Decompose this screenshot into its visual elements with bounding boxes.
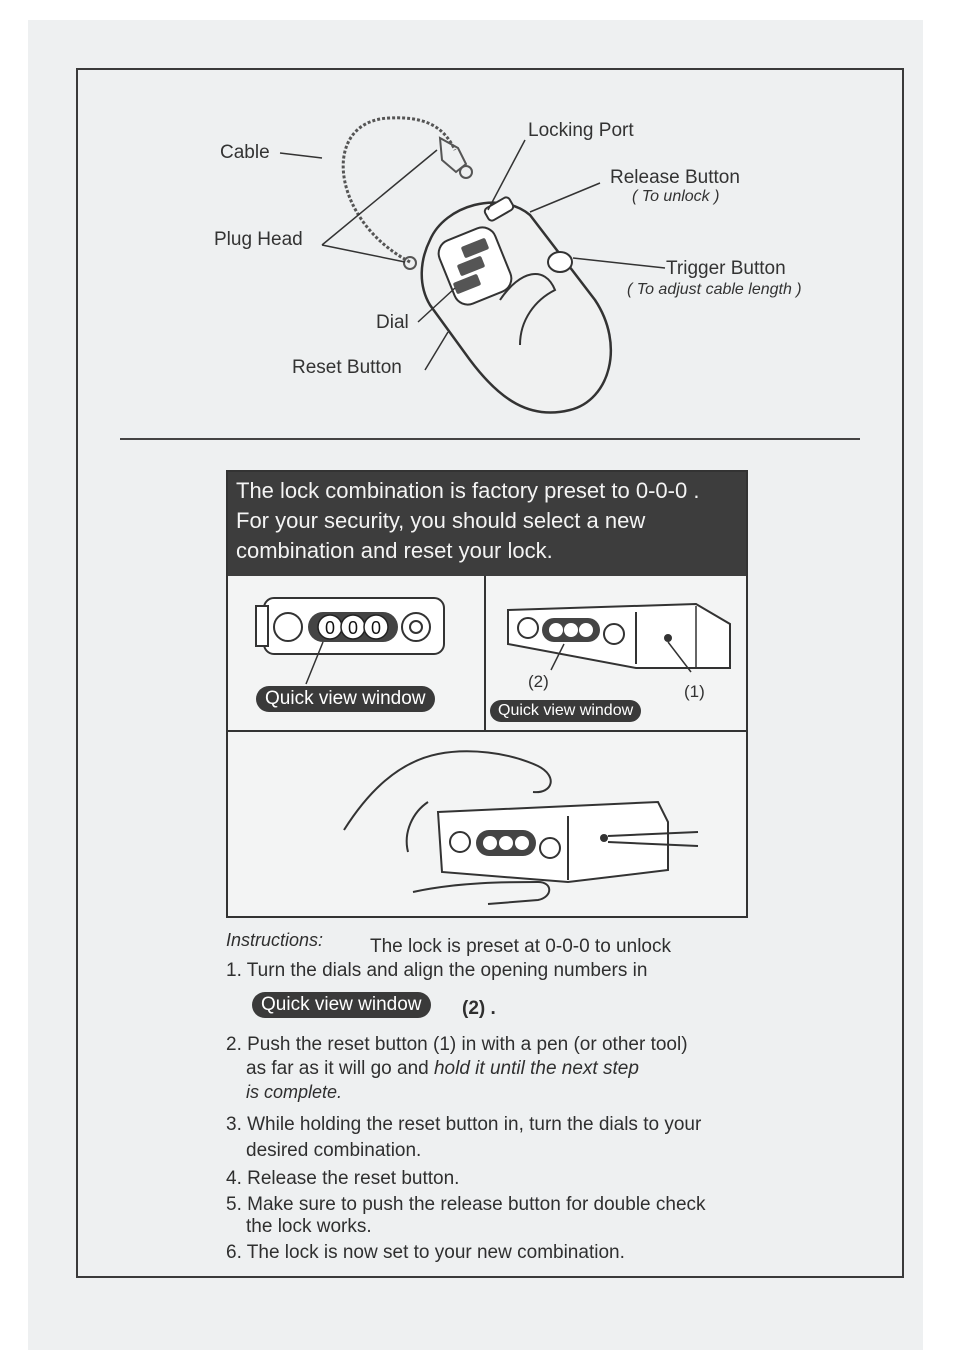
instructions-intro: The lock is preset at 0-0-0 to unlock	[370, 936, 671, 957]
step-2-text: 2. Push the reset button (1) in with a p…	[226, 1034, 688, 1055]
marker-1: (1)	[684, 682, 705, 701]
front-view-figure: 0 0 0 Quick view window	[228, 576, 486, 732]
notice-line: combination and reset your lock.	[236, 538, 553, 563]
locking-port-label: Locking Port	[528, 120, 634, 141]
quick-view-window-badge: Quick view window	[256, 686, 435, 712]
release-button-label: Release Button	[610, 167, 740, 188]
angled-view-figure: (2) (1) Quick view window	[486, 576, 746, 732]
step-4-text: 4. Release the reset button.	[226, 1168, 460, 1189]
step-5-text-cont: the lock works.	[246, 1216, 372, 1237]
cable-label: Cable	[220, 142, 270, 163]
trigger-button-label: Trigger Button	[666, 258, 786, 279]
lock-angled-illustration	[507, 602, 731, 673]
step-1-reference: (2) .	[462, 998, 496, 1019]
hand-reset-figure	[228, 732, 746, 916]
step-2-text-cont: as far as it will go and hold it until t…	[246, 1058, 639, 1080]
page-border	[76, 68, 904, 1278]
dial-digit: 0	[371, 618, 381, 638]
step-6-text: 6. The lock is now set to your new combi…	[226, 1242, 625, 1263]
release-button-note: ( To unlock )	[632, 188, 720, 205]
lock-diagram	[279, 116, 666, 414]
notice-line: The lock combination is factory preset t…	[236, 478, 700, 503]
section-divider	[120, 438, 860, 440]
quick-view-window-badge: Quick view window	[252, 992, 431, 1018]
plug-head-label: Plug Head	[214, 229, 303, 250]
notice-line: For your security, you should select a n…	[236, 508, 646, 533]
reset-button-label: Reset Button	[292, 357, 402, 378]
step-1-text: 1. Turn the dials and align the opening …	[226, 960, 648, 981]
step-2-emphasis: hold it until the next step	[433, 1058, 639, 1079]
lock-front-illustration: 0 0 0	[255, 597, 445, 685]
trigger-button-note: ( To adjust cable length )	[627, 281, 802, 298]
instructions-heading: Instructions:	[226, 930, 324, 950]
step-3-text: 3. While holding the reset button in, tu…	[226, 1114, 702, 1135]
marker-2: (2)	[528, 672, 549, 691]
quick-view-window-badge: Quick view window	[490, 700, 642, 722]
step-2-emphasis-end: is complete.	[246, 1082, 343, 1102]
combination-panel: The lock combination is factory preset t…	[226, 470, 748, 918]
dial-digit: 0	[348, 618, 358, 638]
step-3-text-cont: desired combination.	[246, 1140, 422, 1161]
step-5-text: 5. Make sure to push the release button …	[226, 1194, 706, 1215]
factory-preset-notice: The lock combination is factory preset t…	[228, 472, 746, 576]
hand-pressing-reset-illustration	[343, 750, 699, 905]
dial-label: Dial	[376, 312, 409, 333]
step-2-plain: as far as it will go and	[246, 1058, 429, 1079]
dial-digit: 0	[325, 618, 335, 638]
